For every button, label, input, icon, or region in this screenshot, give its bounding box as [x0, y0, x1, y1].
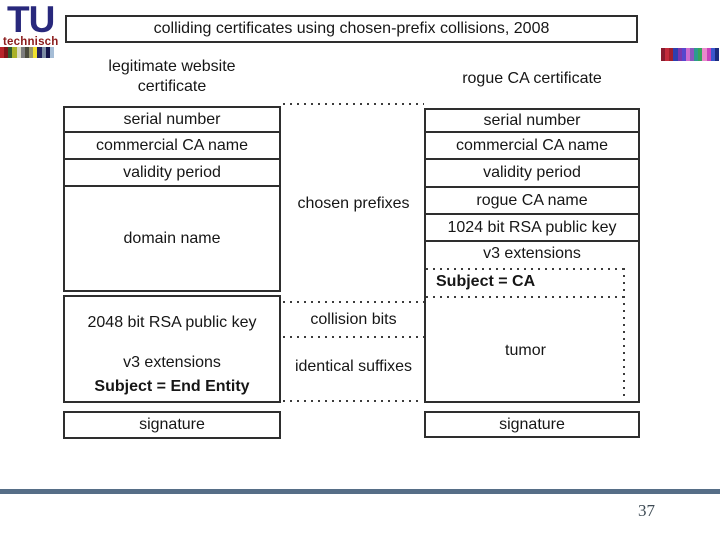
band-color-cell [714, 48, 719, 61]
band-color-cell [669, 48, 674, 61]
band-color-cell [33, 47, 38, 58]
band-color-cell [698, 48, 703, 61]
band-color-cell [45, 47, 50, 58]
right-row-commercial-ca-name: commercial CA name [426, 133, 638, 160]
right-row-rogue-ca-name: rogue CA name [426, 188, 638, 215]
right-row-serial-number: serial number [426, 110, 638, 133]
left-cert-header-line1: legitimate website [108, 58, 236, 75]
page-number: 37 [638, 501, 655, 520]
band-color-cell [665, 48, 670, 61]
subject-zone-dotted-bottom [426, 296, 625, 298]
band-color-cell [689, 48, 695, 61]
left-row-validity-period: validity period [63, 158, 281, 187]
right-row-rsa-public-key: 1024 bit RSA public key [426, 215, 638, 242]
band-color-cell [29, 47, 34, 58]
right-cert-outer-box: serial number commercial CA name validit… [424, 108, 640, 403]
left-cert-header: legitimate website certificate [63, 57, 281, 97]
left-key-line-rsa: 2048 bit RSA public key [87, 314, 257, 331]
band-color-cell [8, 47, 13, 58]
gap-label-chosen-prefixes: chosen prefixes [297, 195, 410, 212]
right-cert-header: rogue CA certificate [462, 70, 602, 87]
gap-label-collision-bits: collision bits [310, 311, 397, 328]
tu-logo-subtitle: technisch [3, 36, 59, 48]
band-color-cell [702, 48, 707, 61]
left-key-box: 2048 bit RSA public key v3 extensions Su… [63, 295, 281, 403]
gap-dotted-line-mid1 [283, 301, 424, 303]
left-key-line-v3: v3 extensions [123, 354, 221, 371]
band-color-cell [0, 47, 5, 58]
band-color-cell [12, 47, 17, 58]
suffix-zone-dotted-vertical [623, 268, 625, 401]
left-key-line-subject: Subject = End Entity [94, 378, 250, 395]
band-color-cell [673, 48, 678, 61]
band-color-cell [694, 48, 699, 61]
right-tumor-label: tumor [505, 342, 546, 359]
band-color-cell [681, 48, 686, 61]
footer-rule [0, 489, 720, 494]
left-cert-header-line2: certificate [137, 78, 207, 95]
left-row-serial-number: serial number [63, 106, 281, 133]
right-row-v3-extensions: v3 extensions [483, 245, 581, 262]
band-color-cell [49, 47, 55, 58]
left-row-commercial-ca-name: commercial CA name [63, 131, 281, 160]
gap-dotted-line-top [283, 103, 424, 105]
logo-color-band-icon [0, 47, 55, 58]
right-subject-label: Subject = CA [436, 273, 536, 290]
band-color-cell [24, 47, 30, 58]
subject-zone-dotted-top [426, 268, 625, 270]
corner-color-band-icon [661, 48, 719, 61]
band-color-cell [706, 48, 711, 61]
right-row-validity-period: validity period [426, 160, 638, 188]
band-color-cell [41, 47, 46, 58]
band-color-cell [710, 48, 715, 61]
right-signature-box: signature [424, 411, 640, 438]
tu-logo: TU [7, 0, 55, 40]
slide-title: colliding certificates using chosen-pref… [65, 15, 638, 43]
band-color-cell [20, 47, 25, 58]
band-color-cell [677, 48, 682, 61]
band-color-cell [661, 48, 666, 61]
band-color-cell [37, 47, 42, 58]
band-color-cell [685, 48, 690, 61]
band-color-cell [16, 47, 21, 58]
band-color-cell [4, 47, 9, 58]
gap-dotted-line-bottom [283, 400, 418, 402]
left-row-domain-name: domain name [63, 185, 281, 292]
gap-dotted-line-mid2 [283, 336, 424, 338]
gap-label-identical-suffixes: identical suffixes [294, 358, 413, 375]
left-signature-box: signature [63, 411, 281, 439]
